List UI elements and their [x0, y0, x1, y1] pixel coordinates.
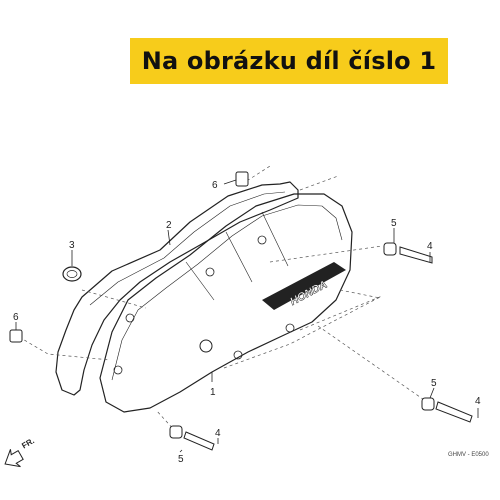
washer-right-bottom: [421, 397, 435, 411]
gasket-outline: [55, 181, 299, 396]
callout-4-right-bottom: 4: [475, 396, 481, 407]
washer-right-top: [383, 242, 397, 256]
callout-5-right-bottom: 5: [431, 378, 437, 389]
callout-3: 3: [69, 240, 75, 251]
callout-2: 2: [166, 220, 172, 231]
dowel-pin-left: [9, 329, 23, 343]
bolt-bottom: [183, 431, 215, 451]
direction-label: FR.: [20, 436, 36, 450]
banner-text: Na obrázku díl číslo 1: [141, 47, 437, 75]
callout-4-right-top: 4: [427, 241, 433, 252]
bolt-right-bottom: [435, 401, 473, 423]
part-number-banner: Na obrázku díl číslo 1: [130, 38, 448, 84]
dowel-pin-top: [235, 171, 249, 187]
washer-bottom: [169, 425, 183, 439]
callout-5-right-top: 5: [391, 218, 397, 229]
cover-outline: [99, 193, 353, 413]
callout-4-bottom: 4: [215, 428, 221, 439]
callout-6-top: 6: [212, 180, 218, 191]
callout-6-left: 6: [13, 312, 19, 323]
callout-1: 1: [210, 387, 216, 398]
callout-5-bottom: 5: [178, 454, 184, 465]
bolt-right-top: [399, 246, 433, 264]
arrow-icon: FR.: [4, 436, 36, 468]
diagram-code: GHMV - E0500: [448, 452, 489, 458]
